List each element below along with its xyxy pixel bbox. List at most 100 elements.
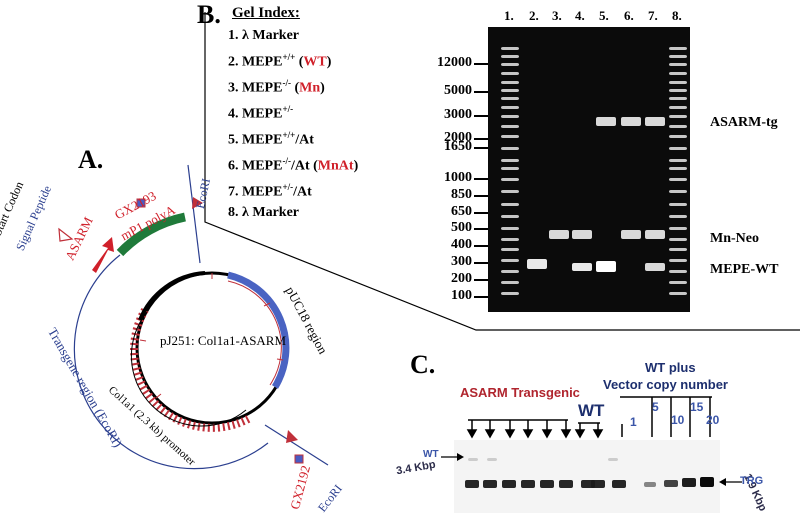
gel-band xyxy=(501,178,519,181)
gel-index-item: 3. MEPE-/- (Mn) xyxy=(228,77,325,96)
gel-band xyxy=(644,482,656,487)
gel-band xyxy=(501,238,519,241)
trg-arrow xyxy=(719,478,742,486)
gel-band xyxy=(527,259,547,269)
marker-tick xyxy=(474,262,488,264)
marker-label: 12000 xyxy=(437,55,472,70)
marker-tick xyxy=(474,147,488,149)
marker-tick xyxy=(474,115,488,117)
trg-label: TRG xyxy=(740,475,764,487)
marker-label: 100 xyxy=(451,288,472,303)
gel-band xyxy=(669,270,687,273)
genotype-sup: +/+ xyxy=(282,51,296,62)
lane-number: 3. xyxy=(552,8,562,23)
marker-label: 5000 xyxy=(444,83,472,98)
gel-band xyxy=(664,480,678,487)
gel-band xyxy=(682,478,696,487)
gel-band xyxy=(572,263,592,271)
gel-index-name: MEPE xyxy=(242,54,283,70)
gel-band xyxy=(501,63,519,66)
marker-label: 2000 xyxy=(444,130,472,145)
gel-band xyxy=(612,480,626,488)
gel-band xyxy=(501,227,519,230)
gel-band xyxy=(596,261,616,272)
panel-b-letter: B. xyxy=(197,0,221,29)
copy-number-label: 1 xyxy=(630,415,637,429)
gel-band xyxy=(669,97,687,100)
gel-band xyxy=(501,147,519,150)
gel-band xyxy=(559,480,573,488)
gel-index-item: 1. λ Marker xyxy=(228,26,358,47)
gel-band xyxy=(669,89,687,92)
gel-band xyxy=(669,125,687,128)
gel-band xyxy=(501,55,519,58)
gel-band xyxy=(501,248,519,251)
wt-band-arrow xyxy=(441,453,464,461)
gel-band xyxy=(501,81,519,84)
genotype-sup: +/- xyxy=(282,103,294,114)
lane-number: 7. xyxy=(648,8,658,23)
gel-band xyxy=(669,292,687,295)
genotype-sup: -/- xyxy=(282,156,291,167)
gel-band xyxy=(669,281,687,284)
plasmid-map xyxy=(58,164,329,470)
gel-band xyxy=(645,263,665,271)
gel-index-tag: MnAt xyxy=(317,158,354,174)
gel-band xyxy=(483,480,497,488)
marker-tick xyxy=(474,296,488,298)
gel-band xyxy=(501,270,519,273)
gel-index-suffix: /At xyxy=(290,158,310,174)
gel-index-num: 4. xyxy=(228,106,239,122)
gel-band xyxy=(501,159,519,162)
gel-band xyxy=(501,72,519,75)
marker-label: 1650 xyxy=(444,139,472,154)
gel-band xyxy=(501,292,519,295)
gel-index-num: 1. xyxy=(228,28,239,43)
gel-band xyxy=(669,106,687,109)
wt-plus-label: WT plus xyxy=(645,360,696,375)
marker-tick xyxy=(474,178,488,180)
genotype-sup: -/- xyxy=(282,77,291,88)
gel-band xyxy=(501,106,519,109)
marker-label: 200 xyxy=(451,271,472,286)
gel-band xyxy=(669,47,687,50)
marker-tick xyxy=(474,245,488,247)
gel-band xyxy=(501,215,519,218)
marker-tick xyxy=(474,63,488,65)
gel-band xyxy=(669,227,687,230)
gel-band xyxy=(501,135,519,138)
gel-image-b xyxy=(488,27,690,312)
gel-band xyxy=(501,259,519,262)
gel-band xyxy=(501,47,519,50)
gel-index-num: 6. xyxy=(228,158,239,174)
gel-band xyxy=(468,458,478,461)
gel-index-item: 6. MEPE-/-/At (MnAt) xyxy=(228,156,359,174)
gel-band xyxy=(669,115,687,118)
gel-band xyxy=(487,458,497,461)
band-label-mepe-wt: MEPE-WT xyxy=(710,262,779,277)
gel-band xyxy=(700,477,714,487)
gel-index-item: 4. MEPE+/- xyxy=(228,99,358,125)
gel-band xyxy=(669,259,687,262)
gel-band xyxy=(669,167,687,170)
gel-index-item: 2. MEPE+/+ (WT) xyxy=(228,51,332,70)
lane-number: 5. xyxy=(599,8,609,23)
copy-number-label: 5 xyxy=(652,400,659,414)
copy-number-label: 15 xyxy=(690,400,704,414)
marker-label: 400 xyxy=(451,237,472,252)
marker-label: 650 xyxy=(451,204,472,219)
gel-band xyxy=(669,72,687,75)
gel-index-suffix: /At xyxy=(295,132,314,148)
marker-label: 3000 xyxy=(444,107,472,122)
gel-band xyxy=(501,281,519,284)
gel-band xyxy=(669,159,687,162)
size-left-label: 3.4 Kbp xyxy=(395,458,437,478)
gel-band xyxy=(501,167,519,170)
gel-index-num: 5. xyxy=(228,132,239,148)
gel-band xyxy=(669,215,687,218)
wt-group-label: WT xyxy=(578,401,605,420)
gel-band xyxy=(669,190,687,193)
gel-band xyxy=(521,480,535,488)
gel-band xyxy=(501,125,519,128)
band-label-asarm: ASARM-tg xyxy=(710,115,778,130)
